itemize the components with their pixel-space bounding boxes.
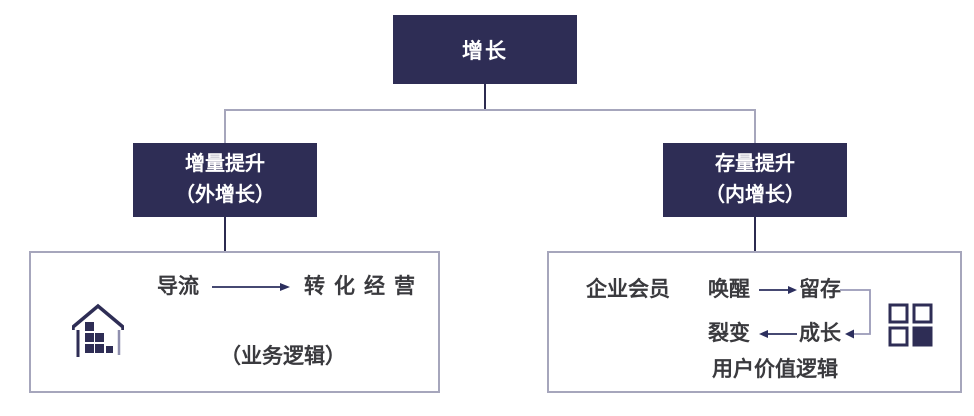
connector-horizontal bbox=[224, 109, 756, 111]
arrow-right-icon bbox=[212, 283, 290, 291]
business-logic-caption: （业务逻辑） bbox=[220, 345, 346, 368]
connector-drop-right bbox=[754, 109, 756, 143]
loop-elbow-arrow-icon bbox=[840, 289, 871, 339]
connector-right-panel-stub bbox=[754, 217, 756, 251]
wake-label: 唤醒 bbox=[708, 278, 750, 301]
arrow-right-icon bbox=[759, 286, 797, 294]
node-incremental-title: 增量提升 bbox=[185, 153, 265, 175]
user-value-panel: 企业会员 唤醒 留存 裂变 成长 用户价值逻辑 bbox=[547, 251, 962, 393]
house-bars-icon bbox=[72, 303, 124, 357]
node-stock-title: 存量提升 bbox=[715, 153, 795, 175]
node-stock-growth: 存量提升 （内增长） bbox=[663, 143, 847, 217]
node-incremental-growth: 增量提升 （外增长） bbox=[133, 143, 317, 217]
root-node-growth: 增长 bbox=[393, 15, 577, 84]
root-node-label: 增长 bbox=[462, 39, 508, 63]
user-value-caption: 用户价值逻辑 bbox=[712, 358, 838, 381]
node-incremental-subtitle: （外增长） bbox=[175, 184, 275, 206]
retain-label: 留存 bbox=[799, 278, 841, 301]
connector-left-panel-stub bbox=[224, 217, 226, 251]
grid-2x2-icon bbox=[888, 303, 933, 347]
node-stock-subtitle: （内增长） bbox=[705, 184, 805, 206]
fission-label: 裂变 bbox=[708, 322, 750, 345]
arrow-left-icon bbox=[759, 330, 797, 338]
enterprise-member-label: 企业会员 bbox=[586, 278, 670, 301]
connector-root-stub bbox=[484, 84, 486, 110]
growth-label: 成长 bbox=[799, 322, 841, 345]
flow-target-label: 转化经营 bbox=[304, 275, 424, 298]
business-logic-panel: 导流 转化经营 （业务逻辑） bbox=[29, 251, 440, 393]
connector-drop-left bbox=[224, 109, 226, 143]
flow-source-label: 导流 bbox=[157, 275, 199, 298]
